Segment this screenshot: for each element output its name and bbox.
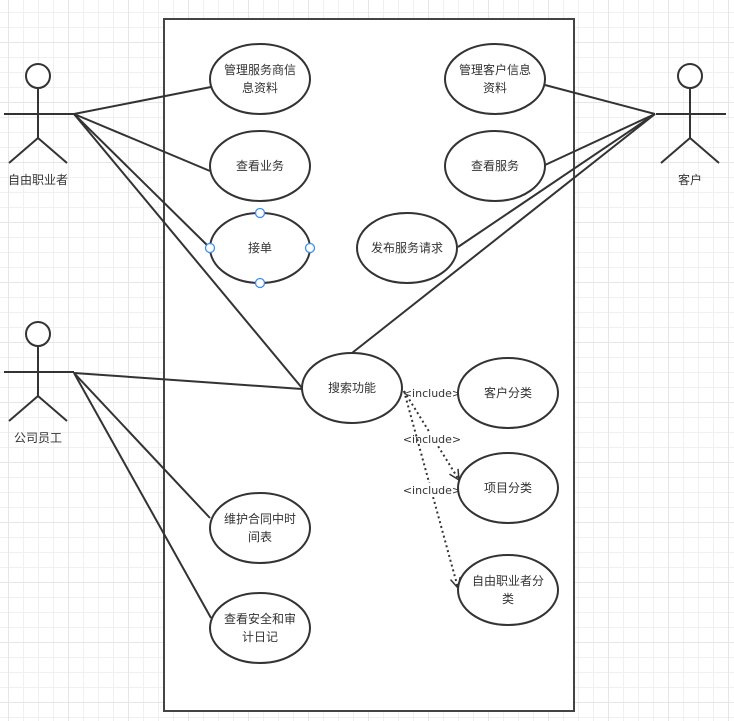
use-case-ellipse[interactable] — [356, 212, 458, 284]
use-case-label: 类 — [502, 592, 514, 606]
actor-label: 公司员工 — [14, 431, 62, 445]
actor-leg-left — [8, 137, 39, 164]
resize-handle[interactable] — [304, 242, 316, 254]
use-case-label: 管理客户信息 — [459, 62, 531, 77]
actor-leg-right — [689, 137, 720, 164]
use-case-ellipse[interactable] — [301, 352, 403, 424]
actor-leg-left — [660, 137, 691, 164]
use-case-label: 间表 — [248, 530, 272, 544]
association-line[interactable] — [73, 372, 211, 519]
uc-customer-category[interactable]: 客户分类 — [457, 357, 559, 429]
association-line[interactable] — [351, 113, 656, 354]
association-line[interactable] — [73, 86, 212, 115]
use-case-label: 息资料 — [242, 80, 278, 95]
association-line[interactable] — [544, 113, 656, 166]
association-line[interactable] — [544, 84, 656, 115]
use-case-ellipse[interactable] — [209, 43, 311, 115]
include-dashed-line[interactable] — [403, 390, 459, 589]
use-case-label: 查看安全和审 — [224, 611, 296, 626]
association-line[interactable] — [73, 113, 211, 172]
use-case-label: 管理服务商信 — [224, 62, 296, 77]
use-case-label: 发布服务请求 — [371, 240, 443, 255]
uc-search[interactable]: 搜索功能 — [301, 352, 403, 424]
resize-handle[interactable] — [204, 242, 216, 254]
association-line[interactable] — [73, 372, 212, 619]
uc-view-service[interactable]: 查看服务 — [444, 130, 546, 202]
association-line[interactable] — [457, 113, 656, 248]
use-case-label: 计日记 — [242, 630, 278, 644]
uc-project-category[interactable]: 项目分类 — [457, 452, 559, 524]
use-case-ellipse[interactable] — [209, 492, 311, 564]
use-case-label: 搜索功能 — [328, 380, 376, 395]
use-case-label: 接单 — [248, 240, 272, 255]
include-label: <include> — [403, 484, 461, 497]
uc-publish-request[interactable]: 发布服务请求 — [356, 212, 458, 284]
include-layer: <include> <include> <include> — [401, 386, 463, 590]
use-case-ellipse[interactable] — [209, 592, 311, 664]
resize-handle[interactable] — [254, 207, 266, 219]
actor-customer[interactable]: 客户 — [656, 63, 726, 187]
use-case-label: 维护合同中时 — [224, 511, 296, 526]
use-case-ellipse[interactable] — [457, 452, 559, 524]
actor-leg-right — [37, 137, 68, 164]
use-case-ellipse[interactable] — [457, 357, 559, 429]
use-case-label: 项目分类 — [484, 481, 532, 495]
use-case-ellipse[interactable] — [444, 130, 546, 202]
association-layer — [73, 84, 656, 619]
actor-head — [677, 63, 703, 89]
uc-accept-order[interactable]: 接单 — [204, 207, 316, 289]
uc-view-business[interactable]: 查看业务 — [209, 130, 311, 202]
include-label: <include> — [403, 433, 461, 446]
association-line[interactable] — [73, 113, 303, 389]
include-label-bg — [401, 386, 463, 400]
use-case-label: 资料 — [483, 81, 507, 95]
use-case-label: 客户分类 — [484, 385, 532, 400]
include-relation[interactable]: <include> — [401, 390, 463, 590]
association-line[interactable] — [73, 113, 211, 249]
actor-head — [25, 321, 51, 347]
actor-leg-left — [8, 395, 39, 422]
actor-employee[interactable]: 公司员工 — [4, 321, 74, 445]
actor-label: 自由职业者 — [8, 173, 68, 187]
use-case-label: 自由职业者分 — [472, 574, 544, 588]
use-case-ellipse[interactable] — [444, 43, 546, 115]
use-case-label: 查看服务 — [471, 158, 519, 173]
include-relation[interactable]: <include> — [401, 386, 463, 400]
include-label-bg — [401, 483, 463, 497]
actor-head — [25, 63, 51, 89]
actor-freelancer[interactable]: 自由职业者 — [4, 63, 74, 187]
resize-handle[interactable] — [254, 277, 266, 289]
use-case-label: 查看业务 — [236, 158, 284, 173]
actor-leg-right — [37, 395, 68, 422]
actor-label: 客户 — [678, 172, 702, 187]
association-line[interactable] — [73, 372, 303, 390]
include-label: <include> — [403, 387, 461, 400]
use-case-ellipse[interactable] — [457, 554, 559, 626]
use-case-ellipse[interactable] — [209, 130, 311, 202]
